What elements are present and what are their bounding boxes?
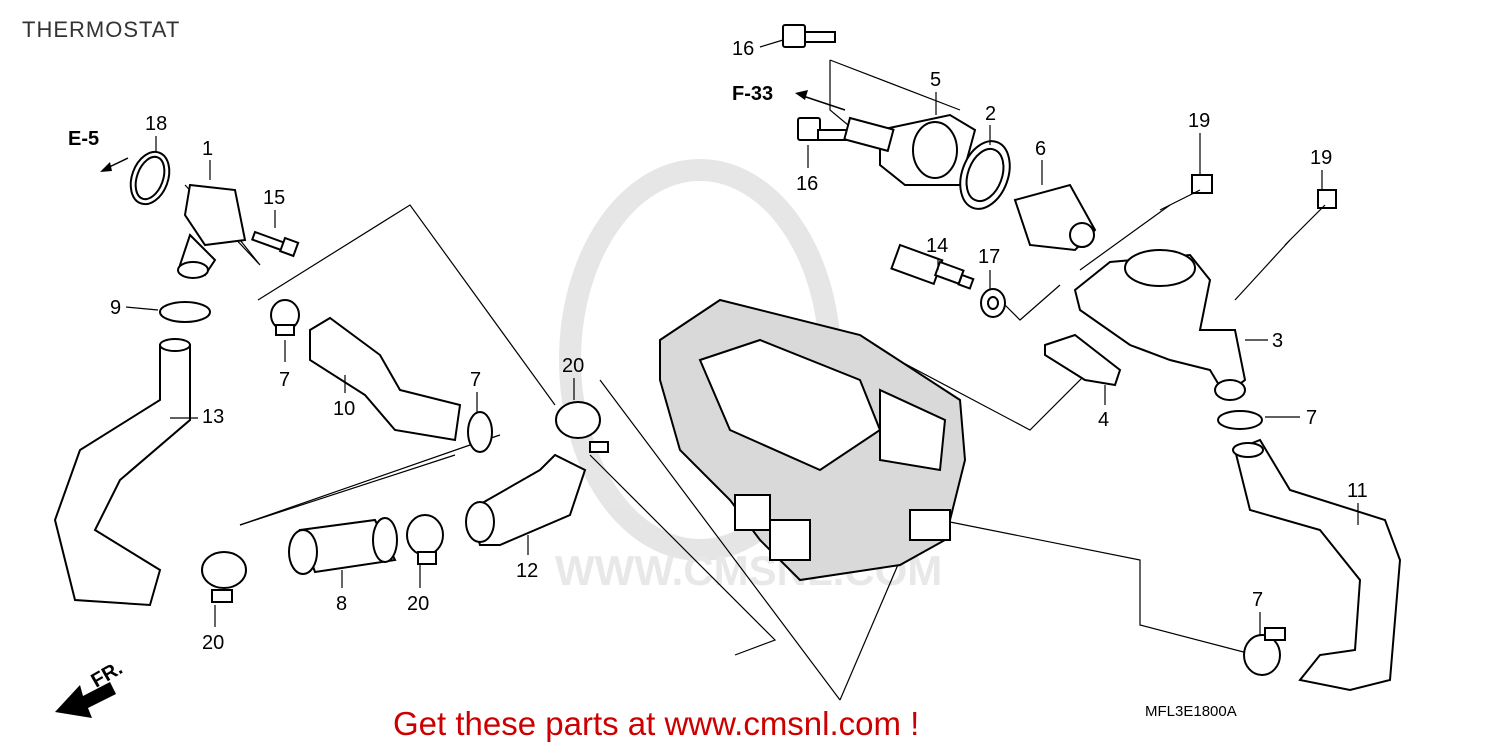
hose-clamp-7-upper [270,299,300,336]
thermostat-6 [1013,183,1097,252]
svg-text:7: 7 [470,369,481,391]
hose-10 [309,316,462,442]
svg-text:17: 17 [978,246,1000,268]
svg-text:7: 7 [1252,589,1263,611]
thermostat-housing-3 [1073,249,1247,401]
svg-text:F-33: F-33 [732,83,773,105]
svg-text:3: 3 [1272,330,1283,352]
svg-text:11: 11 [1347,480,1368,502]
svg-text:20: 20 [407,593,429,615]
hose-clamp-9 [159,301,211,323]
svg-text:13: 13 [202,406,224,428]
svg-text:FR.: FR. [88,657,127,692]
svg-text:19: 19 [1310,147,1332,169]
svg-text:20: 20 [562,355,584,377]
hose-clamp-7-lower [1243,627,1286,676]
svg-text:E-5: E-5 [68,128,99,150]
hose-13 [53,344,191,607]
callout-labels: 1 2 3 4 5 6 7 7 7 7 8 9 10 11 12 13 14 1… [110,38,1368,654]
svg-text:6: 6 [1035,138,1046,160]
hose-clamp-7-mid [467,411,493,453]
bolt-15 [250,230,300,258]
svg-text:16: 16 [796,173,818,195]
svg-text:16: 16 [732,38,754,60]
svg-text:9: 9 [110,297,121,319]
hose-12 [468,453,587,546]
svg-text:1: 1 [202,138,213,160]
water-outlet-1 [177,183,247,279]
hose-clamp-20-mid [406,514,444,565]
water-pipe-8 [288,517,398,575]
washer-17 [980,288,1006,318]
hose-11 [1233,438,1402,692]
svg-text:4: 4 [1098,409,1109,431]
svg-text:15: 15 [263,187,285,209]
seal-2 [959,140,1011,210]
svg-text:7: 7 [279,369,290,391]
svg-text:12: 12 [516,560,538,582]
thermostat-cover-5 [843,113,977,186]
svg-text:5: 5 [930,69,941,91]
bolt-16-lower [797,117,851,141]
hose-clamp-20-left [201,551,247,603]
svg-text:19: 19 [1188,110,1210,132]
svg-text:14: 14 [926,235,948,257]
svg-text:7: 7 [1306,407,1317,429]
ref-e5: E-5 [68,128,129,172]
svg-text:10: 10 [333,398,355,420]
svg-text:20: 20 [202,632,224,654]
bolt-16-upper [782,24,836,48]
diagram-title: THERMOSTAT [22,17,180,42]
svg-text:18: 18 [145,113,167,135]
engine-cylinder-block [659,298,967,582]
bolt-19-left [1159,174,1213,211]
hose-clamp-7-right [1217,410,1263,430]
front-direction-arrow: FR. [55,657,126,718]
ref-f33: F-33 [732,83,846,111]
svg-text:8: 8 [336,593,347,615]
svg-text:2: 2 [985,103,996,125]
footer-promo-text[interactable]: Get these parts at www.cmsnl.com ! [393,705,919,742]
bolt-19-right [1284,189,1337,246]
hose-clamp-20-upper [555,401,609,453]
drawing-code: MFL3E1800A [1145,703,1237,720]
gasket-4 [1044,333,1122,387]
